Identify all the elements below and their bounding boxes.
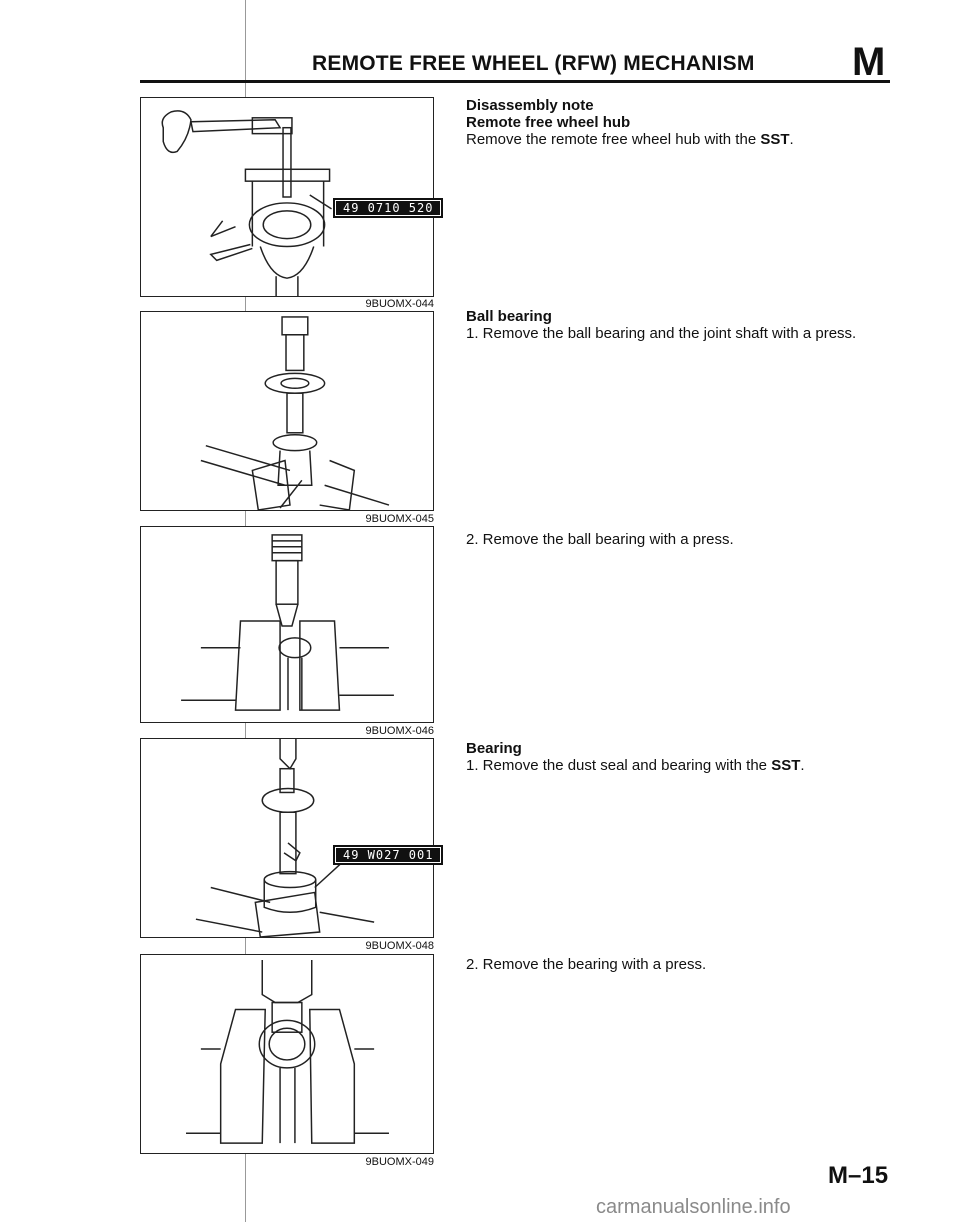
note-heading: Disassembly note: [466, 97, 594, 114]
page-number: M–15: [828, 1162, 889, 1189]
note-remote-free-wheel-hub: Disassembly note Remote free wheel hub R…: [466, 97, 794, 148]
note-subheading: Remote free wheel hub: [466, 114, 631, 131]
note-heading: Ball bearing: [466, 308, 552, 325]
figure-ball-bearing-press-2: [140, 526, 434, 723]
header-rule: [140, 80, 890, 83]
figure-code: 9BUOMX-048: [365, 940, 434, 952]
dust-seal-bearing-illustration: [195, 739, 375, 937]
figure-code: 9BUOMX-045: [365, 513, 434, 525]
watermark: carmanualsonline.info: [596, 1196, 791, 1218]
page-title: REMOTE FREE WHEEL (RFW) MECHANISM: [312, 52, 755, 75]
ball-bearing-press-2-illustration: [181, 534, 394, 711]
note-text: 1. Remove the ball bearing and the joint…: [466, 325, 857, 342]
figure-ball-bearing-press: [140, 311, 434, 511]
hub-puller-illustration: [161, 110, 332, 296]
note-bearing-step-2: 2. Remove the bearing with a press.: [466, 956, 706, 973]
note-heading: Bearing: [466, 740, 522, 757]
ball-bearing-press-illustration: [200, 316, 390, 510]
note-bearing: Bearing 1. Remove the dust seal and bear…: [466, 740, 805, 774]
sst-label: 49 W027 001: [333, 845, 444, 865]
sst-label: 49 0710 520: [333, 198, 444, 218]
figure-hub-puller: [140, 97, 434, 297]
note-text: 2. Remove the ball bearing with a press.: [466, 531, 734, 548]
note-text: Remove the remote free wheel hub with th…: [466, 131, 794, 148]
note-ball-bearing: Ball bearing 1. Remove the ball bearing …: [466, 308, 856, 342]
figure-code: 9BUOMX-044: [365, 298, 434, 310]
bearing-press-illustration: [186, 959, 389, 1144]
note-text: 1. Remove the dust seal and bearing with…: [466, 757, 805, 774]
note-ball-bearing-step-2: 2. Remove the ball bearing with a press.: [466, 531, 734, 548]
figure-bearing-press: [140, 954, 434, 1154]
figure-code: 9BUOMX-049: [365, 1156, 434, 1168]
figure-code: 9BUOMX-046: [365, 725, 434, 737]
section-letter: M: [852, 40, 886, 84]
figure-dust-seal-bearing: [140, 738, 434, 938]
note-text: 2. Remove the bearing with a press.: [466, 956, 707, 973]
